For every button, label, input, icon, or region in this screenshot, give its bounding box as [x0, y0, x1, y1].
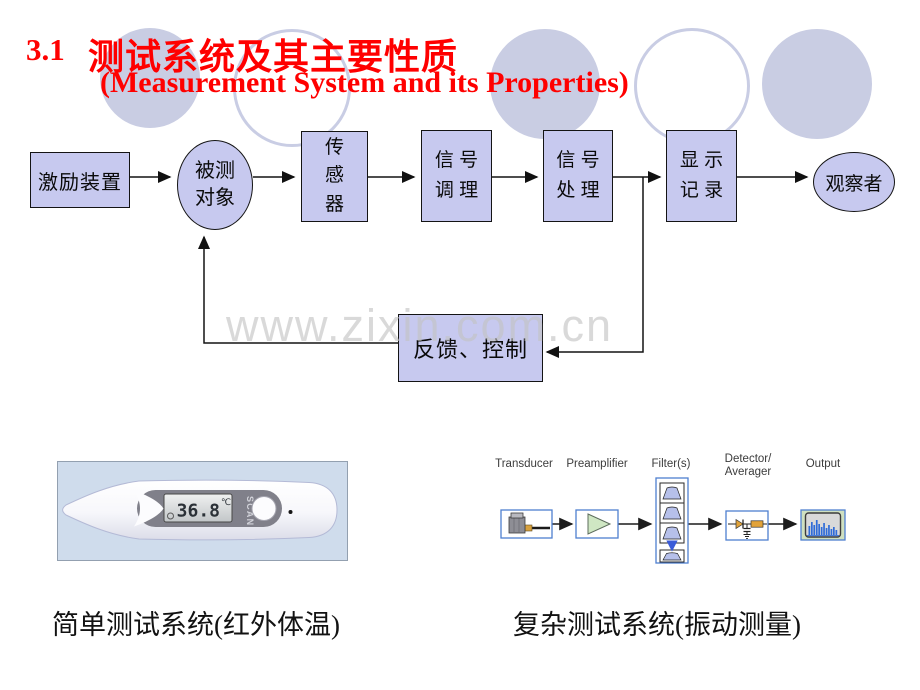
- spectrum-icon: [808, 520, 838, 535]
- label-detector-line1: Detector/: [725, 453, 772, 465]
- watermark: www.zixin.com.cn: [226, 300, 614, 351]
- detector-block: [725, 510, 769, 541]
- flow-node-conditioning-line1: 信 号: [434, 149, 479, 171]
- connector: [524, 524, 533, 532]
- page-title: 测试系统及其主要性质: [88, 36, 459, 77]
- flow-node-observer-label: 观察者: [825, 173, 883, 195]
- flow-node-display-line1: 显 示: [679, 149, 724, 171]
- section-number: 3.1: [26, 32, 65, 67]
- lcd-mode-icon: [167, 512, 174, 520]
- label-detector-line2: Averager: [725, 466, 772, 478]
- spectrum-screen: [804, 512, 842, 538]
- filter-block: [655, 477, 689, 564]
- caption-complex-system: 复杂测试系统(振动测量): [513, 610, 801, 640]
- flow-node-sensor: 传 感 器: [301, 131, 368, 222]
- arrow-feedback-to-object: [198, 235, 398, 344]
- arrow-tap-to-feedback: [545, 177, 644, 358]
- flow-node-processing: 信 号 处 理: [543, 130, 613, 222]
- flow-node-display: 显 示 记 录: [666, 130, 737, 222]
- vibration-measurement-diagram: Transducer Preamplifier Filter(s) Detect…: [495, 453, 846, 564]
- label-output: Output: [806, 458, 841, 470]
- temperature-unit: ℃: [221, 498, 231, 508]
- transducer-block: [500, 509, 553, 539]
- amplifier-icon: [587, 513, 612, 535]
- flow-node-excitation-label: 激励装置: [38, 171, 122, 194]
- lcd-display: [163, 493, 233, 523]
- label-filters: Filter(s): [652, 458, 691, 470]
- flow-node-conditioning-line2: 调 理: [434, 180, 479, 201]
- temperature-reading: 36.8: [177, 501, 220, 522]
- flow-node-object: 被测 对象: [177, 140, 253, 230]
- flow-node-object-line2: 对象: [195, 187, 235, 209]
- bandpass-icons: [662, 486, 682, 561]
- background-circle: [100, 28, 200, 128]
- flow-node-feedback-label: 反馈、控制: [412, 337, 528, 362]
- caption-simple-system: 简单测试系统(红外体温): [52, 610, 340, 640]
- accelerometer-icon: [508, 516, 526, 534]
- thermometer-image: 36.8 ℃ SCAN: [57, 461, 348, 561]
- sensor-dot: [288, 510, 293, 514]
- background-circle: [762, 29, 872, 139]
- flow-node-display-line2: 记 录: [679, 180, 724, 201]
- flow-node-conditioning: 信 号 调 理: [421, 130, 492, 222]
- label-preamplifier: Preamplifier: [566, 458, 628, 470]
- flow-node-sensor-line1: 传: [324, 136, 344, 158]
- flow-node-sensor-line2: 感: [324, 165, 344, 187]
- flow-node-processing-line2: 处 理: [556, 180, 600, 201]
- diode-icon: [735, 518, 744, 530]
- label-transducer: Transducer: [495, 458, 553, 470]
- scan-button: [251, 496, 277, 521]
- flow-node-processing-line1: 信 号: [556, 149, 600, 171]
- scan-button-label: SCAN: [245, 496, 255, 526]
- background-circle: [490, 29, 600, 139]
- resistor-icon: [750, 520, 764, 528]
- background-circle-outline: [233, 29, 351, 147]
- panel-notch: [134, 490, 164, 527]
- preamplifier-block: [575, 509, 619, 539]
- flow-node-feedback: 反馈、控制: [398, 314, 543, 382]
- flow-node-sensor-line3: 器: [324, 193, 344, 215]
- output-block: [800, 509, 846, 541]
- flow-node-excitation: 激励装置: [30, 152, 130, 208]
- flow-node-observer: 观察者: [813, 152, 895, 212]
- flow-node-object-line1: 被测: [195, 160, 235, 182]
- page-subtitle: (Measurement System and its Properties): [100, 66, 629, 99]
